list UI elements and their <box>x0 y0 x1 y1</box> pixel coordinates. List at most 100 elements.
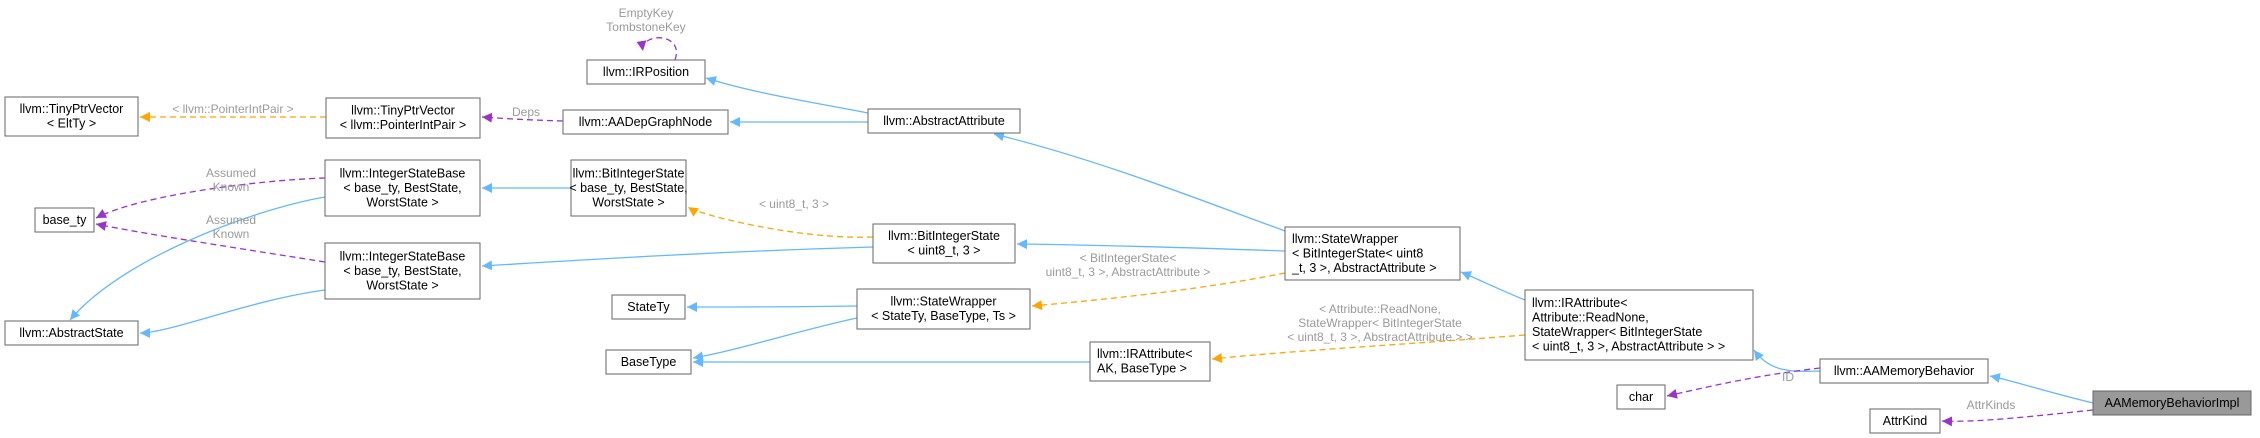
edge-impl-to-aamemorybehavior <box>1989 373 2094 404</box>
edge-isb1-to-abstractstate <box>69 196 326 321</box>
node-box <box>324 159 481 217</box>
edge-label-uint8_t_3: < uint8_t, 3 > <box>759 197 829 211</box>
edge-isb2-assumed <box>95 221 326 263</box>
node-label: _t, 3 >, AbstractAttribute > <box>1291 261 1437 275</box>
edge-isb1-assumed <box>95 177 326 219</box>
edge-label-line: TombstoneKey <box>606 20 685 34</box>
node-abstractattribute[interactable]: llvm::AbstractAttribute <box>867 108 1021 134</box>
node-label: llvm::StateWrapper <box>890 295 996 309</box>
node-label: BaseType <box>621 355 677 369</box>
edge-label-deps: Deps <box>512 105 540 119</box>
node-label: < EltTy > <box>47 117 96 131</box>
node-label: WorstState > <box>366 278 438 292</box>
edge-bis-to-integerstatebase <box>481 246 874 271</box>
node-char[interactable]: char <box>1616 384 1666 410</box>
node-statewrapper_bis[interactable]: llvm::StateWrapper< BitIntegerState< uin… <box>1284 226 1461 281</box>
node-aadepgraphnode[interactable]: llvm::AADepGraphNode <box>562 109 729 135</box>
node-label: llvm::IRAttribute< <box>1532 296 1628 310</box>
node-label: StateWrapper< BitIntegerState <box>1532 325 1702 339</box>
edge-aamb-to-irattribute <box>1753 349 1821 372</box>
node-basetype[interactable]: BaseType <box>605 349 692 375</box>
node-label: llvm::IntegerStateBase <box>340 166 466 180</box>
node-label: base_ty <box>43 213 88 227</box>
node-base_ty[interactable]: base_ty <box>34 207 95 233</box>
node-label: llvm::IRAttribute< <box>1097 347 1193 361</box>
edge-label-id: ID <box>1782 370 1794 384</box>
node-label: AK, BaseType > <box>1097 362 1187 376</box>
node-label: < uint8_t, 3 >, AbstractAttribute > > <box>1532 340 1725 354</box>
node-attrkind[interactable]: AttrKind <box>1869 408 1941 434</box>
node-label: llvm::TinyPtrVector <box>351 104 455 118</box>
node-bitintegerstate_generic[interactable]: llvm::BitIntegerState< base_ty, BestStat… <box>569 159 688 217</box>
node-label: llvm::IntegerStateBase <box>340 249 466 263</box>
node-irposition[interactable]: llvm::IRPosition <box>586 59 706 85</box>
node-label: llvm::StateWrapper <box>1292 232 1398 246</box>
edge-aamb-id <box>1666 367 1821 399</box>
node-box <box>324 242 481 300</box>
node-aamemorybehaviorimpl[interactable]: AAMemoryBehaviorImpl <box>2092 390 2252 416</box>
edge-irattr-to-statewrapper <box>1460 271 1526 301</box>
node-tinyptrvector_pip[interactable]: llvm::TinyPtrVector< llvm::PointerIntPai… <box>325 97 481 139</box>
edge-aa-to-irposition <box>705 76 869 114</box>
node-label: llvm::IRPosition <box>603 65 689 79</box>
edge-bis-templ <box>687 206 874 238</box>
node-statewrapper_generic[interactable]: llvm::StateWrapper< StateTy, BaseType, T… <box>856 288 1031 330</box>
node-label: llvm::TinyPtrVector <box>20 102 124 116</box>
node-integerstatebase_1[interactable]: llvm::IntegerStateBase< base_ty, BestSta… <box>324 159 481 217</box>
edge-label-line: Deps <box>512 105 540 119</box>
node-tinyptrvector_eltty[interactable]: llvm::TinyPtrVector< EltTy > <box>4 96 139 137</box>
node-label: < base_ty, BestState, <box>343 181 461 195</box>
node-box <box>1616 384 1666 410</box>
edge-label-pointerintpair: < llvm::PointerIntPair > <box>172 102 293 116</box>
edge-label-line: AttrKinds <box>1967 398 2016 412</box>
node-box <box>867 108 1021 134</box>
node-label: WorstState > <box>592 195 664 209</box>
node-label: Attribute::ReadNone, <box>1532 311 1649 325</box>
edges <box>69 37 2094 427</box>
node-label: llvm::BitIntegerState <box>573 166 685 180</box>
nodes: AAMemoryBehaviorImpl llvm::AAMemoryBehavi… <box>4 59 2252 434</box>
node-label: < uint8_t, 3 > <box>908 244 981 258</box>
node-box <box>856 288 1031 330</box>
node-label: AAMemoryBehaviorImpl <box>2105 396 2240 410</box>
node-box <box>1819 358 1989 384</box>
edge-aadep-deps <box>481 112 564 123</box>
edge-label-readnone_statewrapper: < Attribute::ReadNone, StateWrapper< Bit… <box>1287 302 1472 344</box>
node-aamemorybehavior[interactable]: llvm::AAMemoryBehavior <box>1819 358 1989 384</box>
node-box <box>611 294 686 320</box>
edge-label-line: StateWrapper< BitIntegerState <box>1298 316 1462 330</box>
edge-irattr-templ <box>1211 334 1526 363</box>
node-box <box>2092 390 2252 416</box>
edge-label-line: EmptyKey <box>619 6 674 20</box>
node-box <box>325 97 481 139</box>
node-label: AttrKind <box>1883 414 1928 428</box>
edge-sw-to-statety <box>686 301 858 312</box>
edge-irposition-self <box>636 37 678 61</box>
node-irattribute_generic[interactable]: llvm::IRAttribute< AK, BaseType > <box>1089 341 1211 382</box>
edge-label-line: uint8_t, 3 >, AbstractAttribute > <box>1046 265 1211 279</box>
node-box <box>1869 408 1941 434</box>
node-box <box>1284 226 1461 281</box>
edge-isb2-to-abstractstate <box>139 289 326 338</box>
node-label: < BitIntegerState< uint8 <box>1292 246 1423 260</box>
node-statety[interactable]: StateTy <box>611 294 686 320</box>
edge-label-line: Assumed <box>206 213 256 227</box>
edge-label-line: Known <box>213 180 250 194</box>
node-label: StateTy <box>627 300 670 314</box>
node-integerstatebase_2[interactable]: llvm::IntegerStateBase< base_ty, BestSta… <box>324 242 481 300</box>
node-label: llvm::BitIntegerState <box>888 229 1000 243</box>
edge-label-bitintegerstate_abstract: < BitIntegerState< uint8_t, 3 >, Abstrac… <box>1046 251 1211 279</box>
node-label: < StateTy, BaseType, Ts > <box>871 309 1016 323</box>
edge-label-line: Known <box>213 227 250 241</box>
node-bitintegerstate_u8[interactable]: llvm::BitIntegerState< uint8_t, 3 > <box>872 223 1016 264</box>
edge-statewrapper-to-abstractattribute <box>993 131 1286 232</box>
node-irattribute_readnone[interactable]: llvm::IRAttribute< Attribute::ReadNone, … <box>1524 289 1754 361</box>
node-label: WorstState > <box>366 195 438 209</box>
node-abstractstate[interactable]: llvm::AbstractState <box>4 320 139 346</box>
node-label: char <box>1629 390 1653 404</box>
edge-label-line: < Attribute::ReadNone, <box>1319 302 1441 316</box>
node-box <box>586 59 706 85</box>
